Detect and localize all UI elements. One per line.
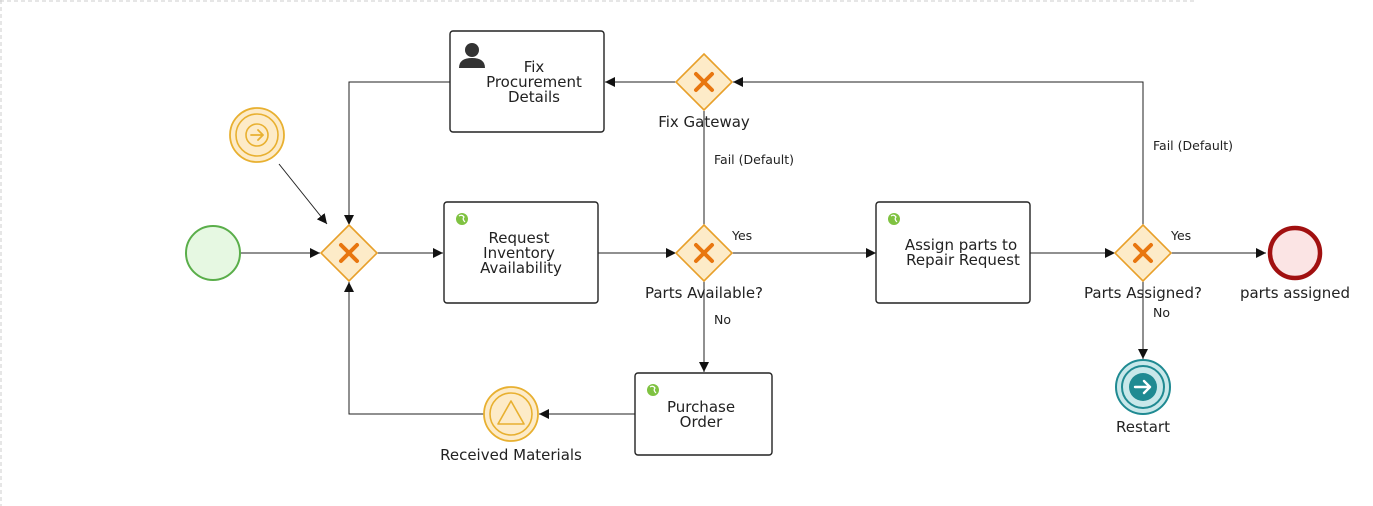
- task-label-line: Repair Request: [906, 251, 1020, 269]
- signal-start-event[interactable]: [229, 107, 285, 163]
- task-request-inventory-availability[interactable]: Request Inventory Availability: [443, 201, 599, 304]
- flow-label-no: No: [1153, 305, 1170, 320]
- close-x-icon: [694, 72, 714, 92]
- close-x-icon: [339, 243, 359, 263]
- service-globe-icon: [647, 384, 659, 396]
- task-label-line: Inventory: [483, 244, 555, 262]
- restart-label: Restart: [1116, 418, 1170, 436]
- task-purchase-order[interactable]: Purchase Order: [634, 372, 773, 456]
- fix-gateway-label: Fix Gateway: [658, 113, 750, 131]
- user-icon: [459, 43, 485, 68]
- flow-label-no: No: [714, 312, 731, 327]
- received-materials-event[interactable]: [483, 386, 539, 442]
- fix-gateway[interactable]: [674, 52, 734, 112]
- parts-assigned-end-label: parts assigned: [1240, 284, 1350, 302]
- task-assign-parts[interactable]: Assign parts to Repair Request: [875, 201, 1031, 304]
- task-label-line: Request: [489, 229, 550, 247]
- triangle-signal-icon: [497, 400, 525, 425]
- flow-label-fail-default: Fail (Default): [1153, 138, 1233, 153]
- arrow-right-icon: [1129, 373, 1157, 401]
- sequence-flows: [241, 77, 1266, 419]
- close-x-icon: [1133, 243, 1153, 263]
- flow-label-yes: Yes: [731, 228, 752, 243]
- task-label-line: Assign parts to: [905, 236, 1017, 254]
- parts-assigned-end-event[interactable]: [1267, 225, 1323, 281]
- restart-event[interactable]: [1115, 359, 1171, 415]
- parts-assigned-gateway[interactable]: [1113, 223, 1173, 283]
- merge-gateway[interactable]: [319, 223, 379, 283]
- task-label-line: Procurement: [486, 73, 582, 91]
- parts-assigned-label: Parts Assigned?: [1084, 284, 1202, 302]
- flow-fix-task-to-merge[interactable]: [344, 81, 450, 225]
- task-label-line: Order: [680, 413, 723, 431]
- task-label-line: Purchase: [667, 398, 735, 416]
- service-globe-icon: [888, 213, 900, 225]
- arrow-right-icon: [245, 123, 269, 147]
- flow-fail-to-fix-gateway-right[interactable]: [733, 77, 1144, 225]
- task-label-line: Details: [508, 88, 560, 106]
- service-globe-icon: [456, 213, 468, 225]
- flow-label-fail-default: Fail (Default): [714, 152, 794, 167]
- flow-received-to-merge[interactable]: [344, 282, 484, 415]
- task-fix-procurement-details[interactable]: Fix Procurement Details: [449, 30, 605, 133]
- close-x-icon: [694, 243, 714, 263]
- task-label-line: Availability: [480, 259, 562, 277]
- received-materials-label: Received Materials: [440, 446, 582, 464]
- parts-available-label: Parts Available?: [645, 284, 763, 302]
- parts-available-gateway[interactable]: [674, 223, 734, 283]
- flow-signal-to-merge[interactable]: [278, 163, 328, 225]
- flow-label-yes: Yes: [1170, 228, 1191, 243]
- task-label-line: Fix: [524, 58, 545, 76]
- start-event[interactable]: [185, 225, 241, 281]
